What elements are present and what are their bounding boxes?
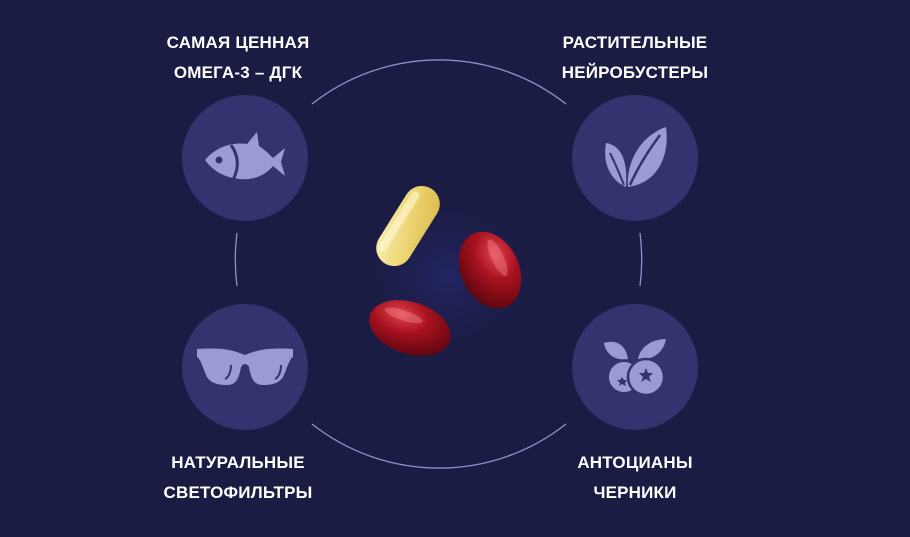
fish-icon xyxy=(182,95,308,221)
feature-omega-title: САМАЯ ЦЕННАЯ ОМЕГА-3 – ДГК xyxy=(128,28,348,88)
sunglasses-icon xyxy=(182,304,308,430)
leaves-icon xyxy=(572,95,698,221)
yellow-capsule xyxy=(376,185,440,267)
title-line-2: ОМЕГА-3 – ДГК xyxy=(173,63,303,82)
title-line-2: ЧЕРНИКИ xyxy=(593,483,677,502)
blueberry-icon xyxy=(572,304,698,430)
title-line-1: АНТОЦИАНЫ xyxy=(577,453,693,472)
feature-filters-title: НАТУРАЛЬНЫЕ СВЕТОФИЛЬТРЫ xyxy=(128,448,348,508)
red-capsule-bottom xyxy=(369,300,451,356)
title-line-2: СВЕТОФИЛЬТРЫ xyxy=(163,483,313,502)
feature-blueberry-title: АНТОЦИАНЫ ЧЕРНИКИ xyxy=(525,448,745,508)
title-line-1: НАТУРАЛЬНЫЕ xyxy=(171,453,305,472)
title-line-1: РАСТИТЕЛЬНЫЕ xyxy=(562,33,708,52)
title-line-1: САМАЯ ЦЕННАЯ xyxy=(166,33,310,52)
feature-plant-title: РАСТИТЕЛЬНЫЕ НЕЙРОБУСТЕРЫ xyxy=(525,28,745,88)
red-capsule-right xyxy=(458,231,522,309)
title-line-2: НЕЙРОБУСТЕРЫ xyxy=(561,63,709,82)
